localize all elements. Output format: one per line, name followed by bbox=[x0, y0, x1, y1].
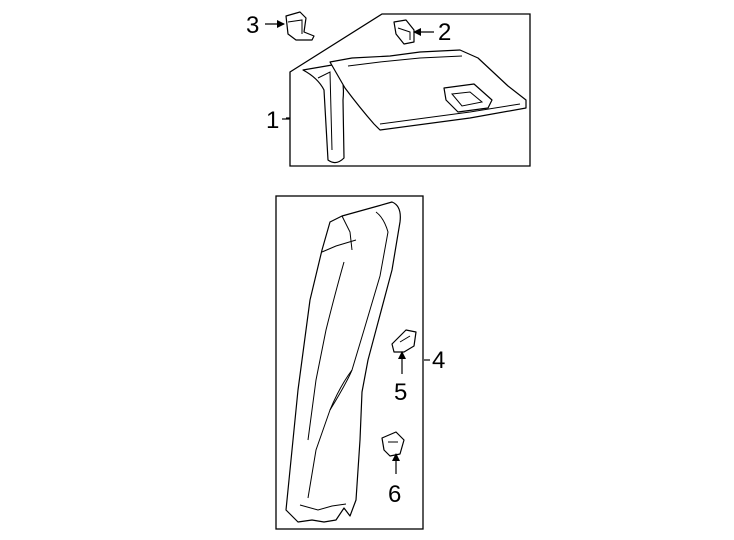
callout-5: 5 bbox=[394, 379, 407, 406]
lower-assembly-group bbox=[275, 195, 424, 530]
callout-3: 3 bbox=[246, 12, 259, 39]
rear-trim-panel bbox=[329, 49, 527, 131]
leader-lines bbox=[265, 20, 434, 474]
lower-assembly-outline bbox=[275, 195, 424, 530]
retainer-clip-6 bbox=[381, 431, 405, 457]
retainer-clip-3 bbox=[285, 11, 315, 41]
upper-assembly-group bbox=[285, 11, 531, 167]
pillar-trim-strip bbox=[302, 63, 345, 164]
callout-1: 1 bbox=[266, 107, 279, 134]
center-pillar-trim bbox=[285, 201, 401, 523]
callout-4: 4 bbox=[432, 347, 445, 374]
callout-6: 6 bbox=[388, 481, 401, 508]
retainer-clip-2 bbox=[393, 19, 415, 45]
upper-assembly-outline bbox=[289, 13, 531, 167]
callout-2: 2 bbox=[438, 19, 451, 46]
retainer-clip-5 bbox=[391, 329, 417, 353]
callout-labels: 1 2 3 4 5 6 bbox=[246, 12, 451, 508]
